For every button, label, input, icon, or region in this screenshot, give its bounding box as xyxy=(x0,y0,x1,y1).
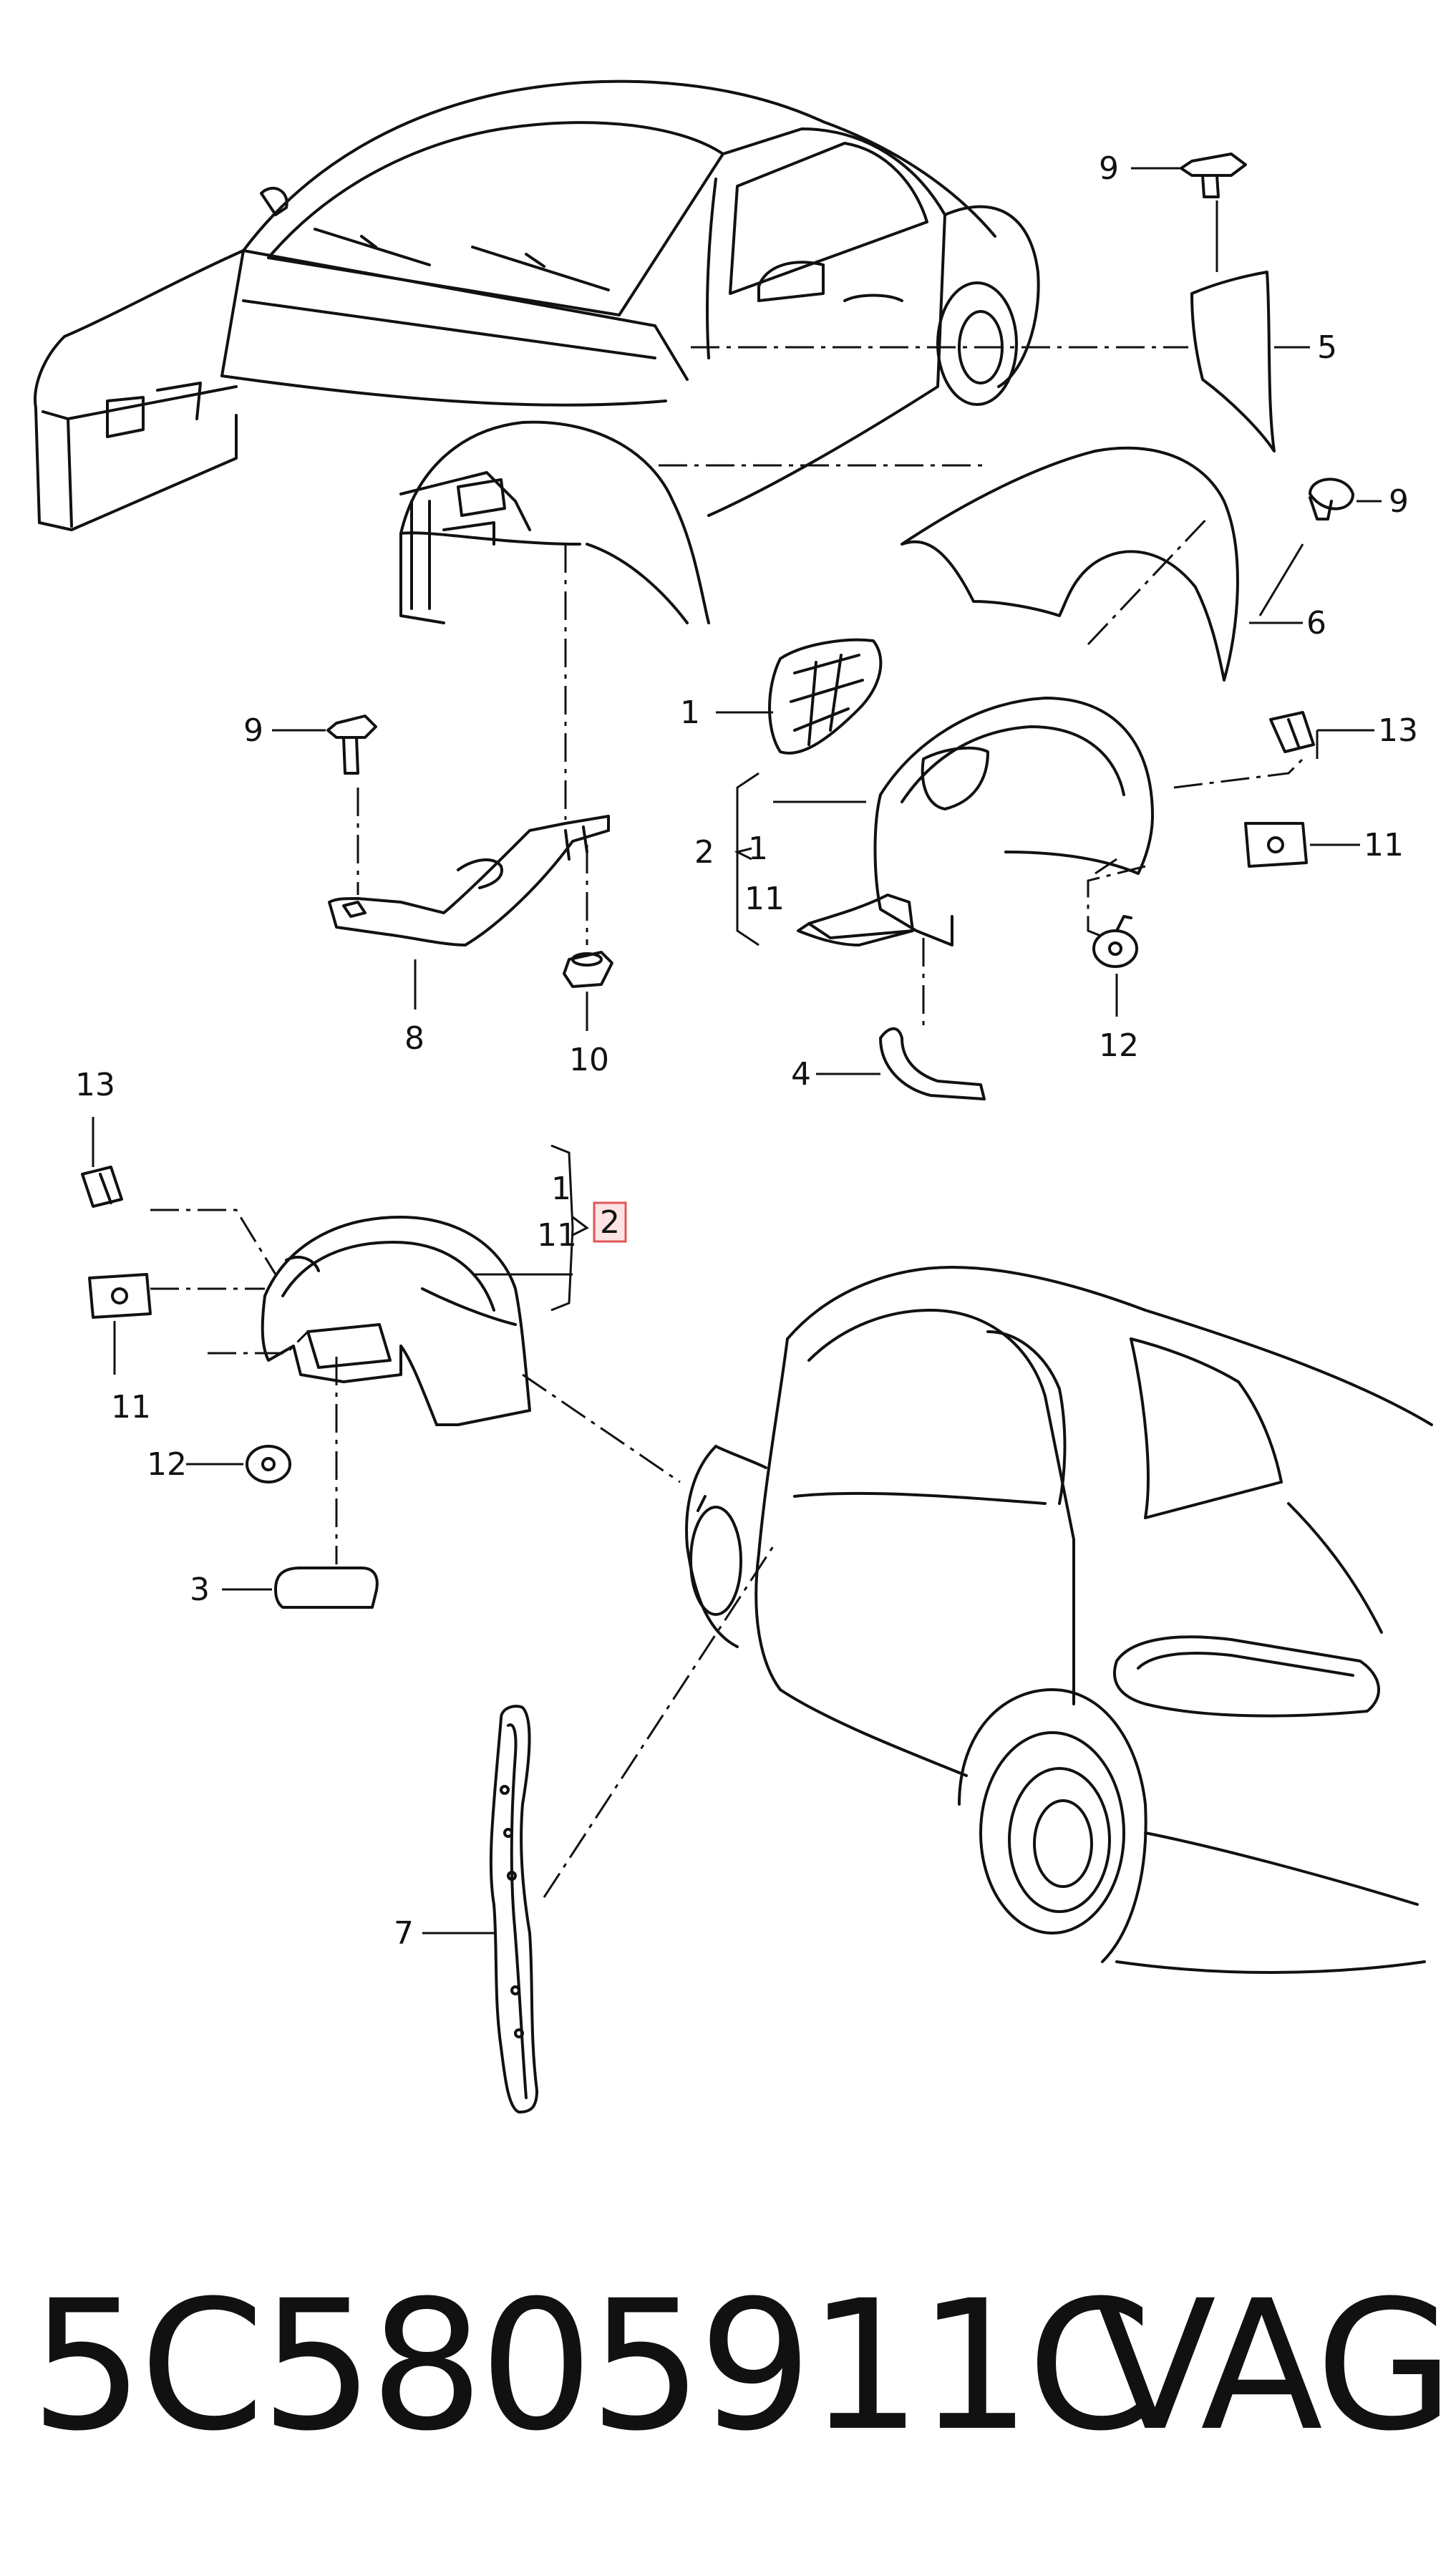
screw-9-right xyxy=(1309,478,1354,521)
callout-12-left: 12 xyxy=(147,1446,187,1483)
leader-lines xyxy=(92,167,1382,1935)
brand-label: VAG xyxy=(1094,2262,1454,2470)
clip-13-left xyxy=(81,1166,123,1208)
callout-10: 10 xyxy=(569,1042,609,1078)
wheel-liner-lower xyxy=(261,1216,531,1426)
deflector-4 xyxy=(879,1027,986,1100)
trim-3 xyxy=(274,1567,379,1609)
clip-13-right xyxy=(1269,711,1315,753)
callout-labels: 9 5 9 6 1 2 1 11 13 11 12 4 9 8 10 13 11… xyxy=(75,150,1418,1952)
callout-3: 3 xyxy=(190,1572,210,1608)
callout-11-right: 11 xyxy=(1364,827,1404,863)
fender-piece-6 xyxy=(901,446,1239,682)
callout-1-lower: 1 xyxy=(551,1171,571,1207)
callout-1-upper: 1 xyxy=(680,694,700,731)
wheel-liner-upper xyxy=(797,697,1154,946)
rear-body-shell xyxy=(685,1266,1433,1974)
front-body-shell xyxy=(34,79,1040,624)
clip-11-right xyxy=(1244,822,1308,868)
part-number: 5C5805911C xyxy=(30,2262,1152,2470)
callout-12-right: 12 xyxy=(1099,1027,1139,1064)
callout-9-mid: 9 xyxy=(243,712,263,749)
callout-9-top: 9 xyxy=(1099,150,1119,187)
callout-4: 4 xyxy=(791,1056,811,1093)
callout-2-upper: 2 xyxy=(694,834,714,871)
callout-8: 8 xyxy=(404,1020,424,1057)
callout-11-lower: 11 xyxy=(537,1217,577,1254)
quarter-piece-5 xyxy=(1190,271,1276,452)
callout-6: 6 xyxy=(1306,605,1326,642)
callout-11-left: 11 xyxy=(111,1389,151,1425)
callout-9-right: 9 xyxy=(1389,483,1409,520)
screw-12-right xyxy=(1092,915,1138,968)
callout-1-sub-upper: 1 xyxy=(748,831,768,867)
seal-7 xyxy=(489,1705,538,2114)
callout-13-left: 13 xyxy=(75,1067,115,1103)
callout-2-lower: 2 xyxy=(600,1204,620,1241)
clip-11-left xyxy=(88,1273,152,1319)
callout-7: 7 xyxy=(394,1915,414,1952)
bolt-9-top xyxy=(1180,152,1247,198)
callout-5: 5 xyxy=(1317,329,1337,366)
nut-10 xyxy=(563,951,613,988)
callout-13-right: 13 xyxy=(1378,712,1418,749)
bolt-9-mid xyxy=(326,715,377,775)
callout-11-sub-upper: 11 xyxy=(744,881,785,917)
highlight-box xyxy=(593,1201,627,1243)
bracket-8 xyxy=(328,815,610,946)
screw-12-left xyxy=(246,1445,291,1483)
vent-grille-1 xyxy=(768,638,883,755)
